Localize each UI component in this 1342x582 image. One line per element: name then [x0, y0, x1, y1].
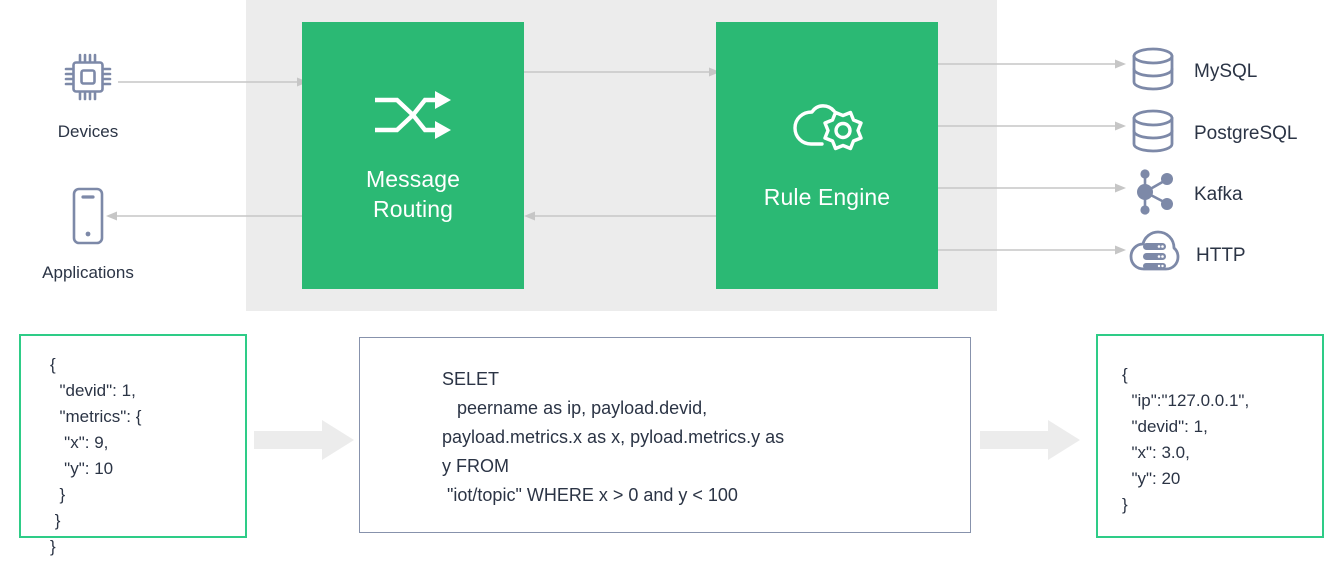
flow-arrow-sql-to-output [980, 418, 1080, 462]
input-payload-panel[interactable]: { "devid": 1, "metrics": { "x": 9, "y": … [19, 334, 247, 556]
shuffle-icon [374, 87, 451, 148]
source-applications-label: Applications [42, 263, 134, 282]
source-devices-label: Devices [57, 122, 119, 141]
input-payload-text: { "devid": 1, "metrics": { "x": 9, "y": … [50, 355, 142, 556]
process-rule-engine-label: Rule Engine [763, 184, 891, 210]
source-applications[interactable]: Applications [24, 185, 152, 283]
rule-sql-text: SELET peername as ip, payload.devid, pay… [442, 369, 785, 505]
output-payload-panel[interactable]: { "ip":"127.0.0.1", "devid": 1, "x": 3.0… [1096, 334, 1324, 538]
flow-arrow-input-to-sql [254, 418, 354, 462]
destination-kafka[interactable]: Kafka [1128, 167, 1243, 222]
destination-postgresql[interactable]: PostgreSQL [1128, 106, 1298, 161]
output-payload-text: { "ip":"127.0.0.1", "devid": 1, "x": 3.0… [1122, 365, 1250, 514]
cloud-gear-icon [788, 99, 866, 166]
node-graph-icon [1128, 167, 1178, 222]
smartphone-icon [68, 185, 108, 252]
process-rule-engine[interactable]: Rule Engine [716, 22, 938, 289]
source-devices[interactable]: Devices [24, 48, 152, 142]
destination-mysql-label: MySQL [1194, 60, 1258, 82]
process-message-routing[interactable]: Message Routing [302, 22, 524, 289]
database-icon [1128, 106, 1178, 161]
destination-http-label: HTTP [1196, 244, 1246, 266]
destination-kafka-label: Kafka [1194, 183, 1243, 205]
destination-mysql[interactable]: MySQL [1128, 44, 1257, 99]
cloud-server-icon [1128, 228, 1180, 283]
destination-postgresql-label: PostgreSQL [1194, 122, 1298, 144]
rule-sql-panel[interactable]: SELET peername as ip, payload.devid, pay… [359, 337, 971, 533]
chip-icon [59, 48, 117, 111]
database-icon [1128, 44, 1178, 99]
process-message-routing-label: Message Routing [365, 166, 461, 222]
destination-http[interactable]: HTTP [1128, 228, 1246, 283]
